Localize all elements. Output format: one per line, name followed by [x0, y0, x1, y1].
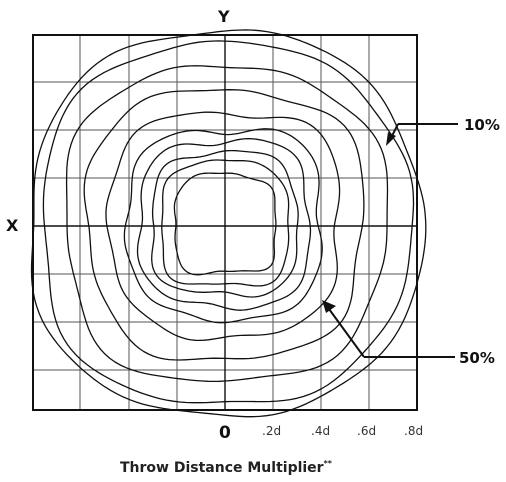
tick-label-zero: 0	[219, 423, 231, 443]
contour-lines	[30, 29, 427, 418]
y-axis-label: Y	[217, 7, 230, 26]
callout-50-label: 50%	[459, 349, 495, 367]
callout-10-arrowhead	[386, 132, 396, 146]
contour-ring	[30, 29, 427, 418]
contour-ring	[173, 172, 277, 276]
contour-ring	[151, 149, 299, 298]
tick-label-0-6d: .6d	[357, 424, 376, 438]
tick-label-0-2d: .2d	[262, 424, 281, 438]
contour-ring	[65, 65, 389, 383]
callout-10-percent: 10%	[386, 116, 500, 146]
title-main: Throw Distance Multiplier	[120, 460, 324, 476]
tick-label-0-4d: .4d	[311, 424, 330, 438]
chart-title: Throw Distance Multiplier**	[120, 459, 333, 476]
contour-ring	[42, 40, 415, 404]
contour-ring	[105, 111, 341, 342]
callout-50-percent: 50%	[322, 300, 495, 367]
callout-50-arrowhead	[322, 300, 336, 313]
tick-label-0-8d: .8d	[404, 424, 423, 438]
title-suffix: **	[324, 459, 333, 468]
x-axis-label: X	[6, 216, 19, 235]
contour-ring	[136, 138, 312, 311]
contour-ring	[161, 159, 290, 287]
contour-ring	[83, 89, 365, 361]
callout-10-label: 10%	[464, 116, 500, 134]
callout-50-arrow-shaft	[328, 308, 365, 358]
contour-ring	[123, 128, 323, 324]
